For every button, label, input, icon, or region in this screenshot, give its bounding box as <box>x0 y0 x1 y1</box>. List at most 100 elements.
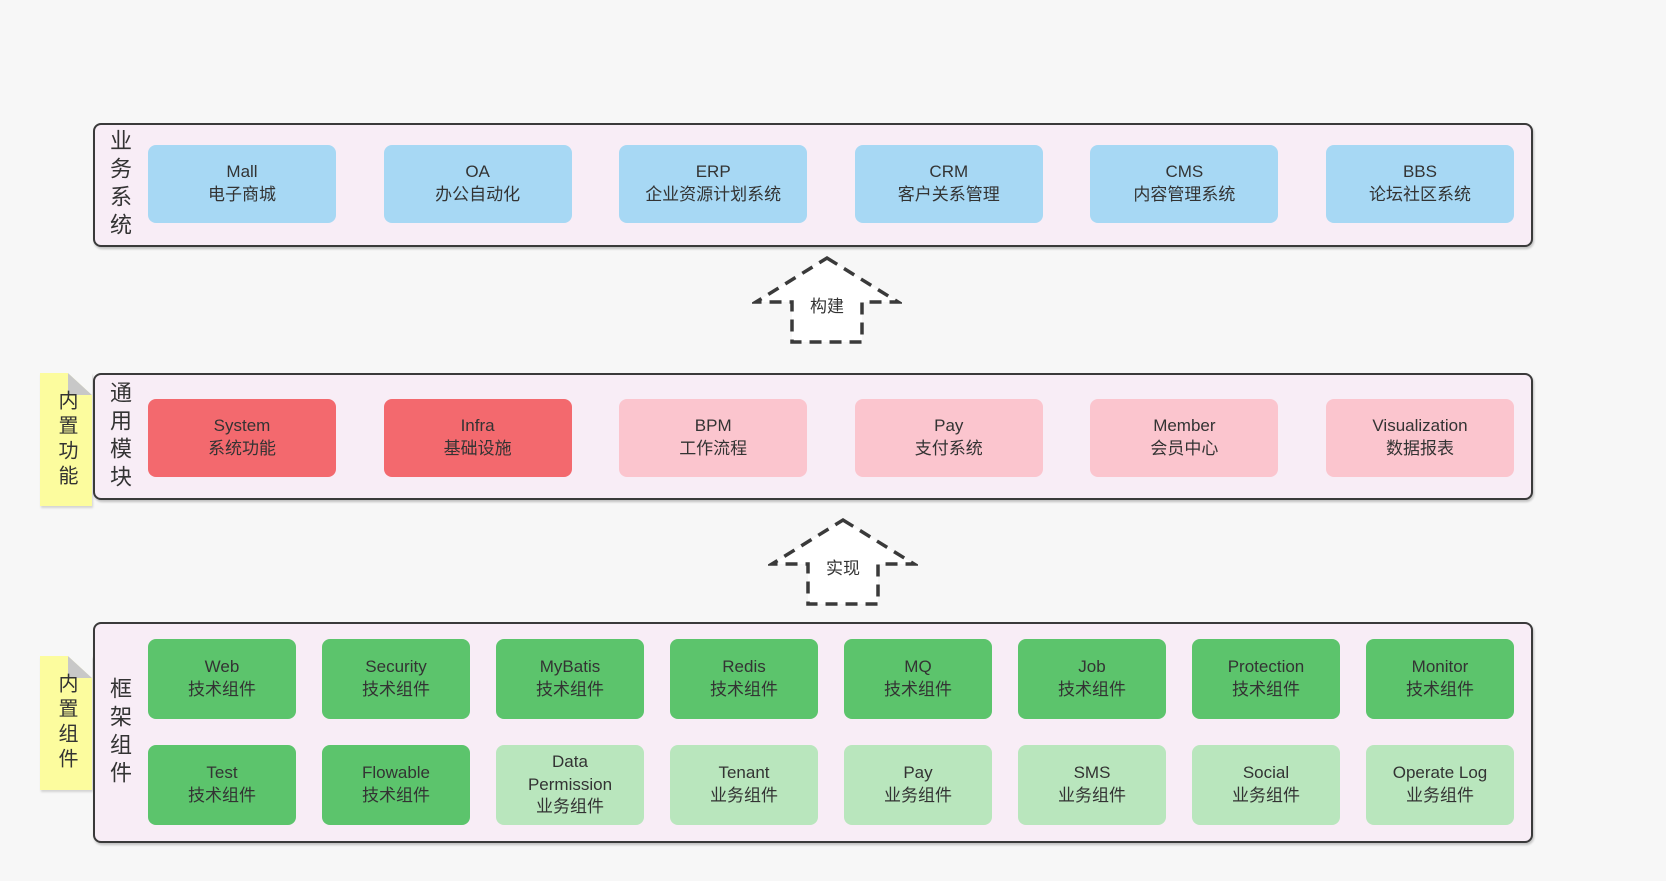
box-title: Pay <box>903 763 933 783</box>
box-oa: OA 办公自动化 <box>383 145 572 223</box>
framework-components-panel: 框架组件 Web 技术组件 Security 技术组件 MyBatis 技术组件… <box>93 622 1533 843</box>
framework-components-vertical-label: 框架组件 <box>107 676 132 789</box>
box-subtitle: 技术组件 <box>884 680 952 699</box>
implement-arrow: 实现 <box>765 516 921 608</box>
dashed-up-arrow-icon: 实现 <box>765 517 921 606</box>
dashed-up-arrow-icon: 构建 <box>749 255 905 344</box>
box-subtitle: 业务组件 <box>710 786 778 805</box>
box-title: MQ <box>904 657 932 677</box>
box-subtitle: 会员中心 <box>1150 439 1219 458</box>
box-title: BPM <box>694 416 732 436</box>
box-subtitle: 技术组件 <box>188 680 256 699</box>
common-modules-row: System 系统功能 Infra 基础设施 BPM 工作流程 Pay 支付系统… <box>148 399 1514 477</box>
box-sms: SMS 业务组件 <box>1018 745 1166 825</box>
box-subtitle: 技术组件 <box>188 786 256 805</box>
box-title: BBS <box>1402 162 1437 182</box>
box-web: Web 技术组件 <box>148 639 296 719</box>
box-title: Web <box>204 657 240 677</box>
common-modules-panel: 通用模块 System 系统功能 Infra 基础设施 BPM 工作流程 Pay… <box>93 373 1533 500</box>
box-crm: CRM 客户关系管理 <box>854 145 1043 223</box>
arrow-label-bg <box>818 552 868 582</box>
box-subtitle: 内容管理系统 <box>1133 185 1236 204</box>
framework-row-1: Web 技术组件 Security 技术组件 MyBatis 技术组件 Redi… <box>148 639 1514 719</box>
box-title: Operate Log <box>1392 763 1488 783</box>
box-protection: Protection 技术组件 <box>1192 639 1340 719</box>
sticky-label: 内置组件 <box>55 673 77 773</box>
box-title: Monitor <box>1411 657 1469 677</box>
box-subtitle: 工作流程 <box>679 439 748 458</box>
box-system: System 系统功能 <box>148 399 336 477</box>
box-job: Job 技术组件 <box>1018 639 1166 719</box>
box-title: CRM <box>929 162 969 182</box>
box-subtitle: 论坛社区系统 <box>1368 185 1471 204</box>
box-title: CMS <box>1165 162 1204 182</box>
box-title: SMS <box>1073 763 1111 783</box>
box-subtitle: 技术组件 <box>1406 680 1474 699</box>
box-title: Infra <box>460 416 495 436</box>
business-systems-row: Mall 电子商城 OA 办公自动化 ERP 企业资源计划系统 CRM 客户关系… <box>148 145 1514 223</box>
box-bbs: BBS 论坛社区系统 <box>1325 145 1514 223</box>
business-systems-vertical-label: 业务系统 <box>107 129 132 241</box>
box-data-permission: Data Permission 业务组件 <box>496 745 644 825</box>
box-redis: Redis 技术组件 <box>670 639 818 719</box>
box-subtitle: 数据报表 <box>1385 439 1454 458</box>
box-subtitle: 业务组件 <box>1058 786 1126 805</box>
framework-row-2: Test 技术组件 Flowable 技术组件 Data Permission … <box>148 745 1514 825</box>
box-title: Visualization <box>1372 416 1468 436</box>
box-member: Member 会员中心 <box>1090 399 1279 477</box>
box-social: Social 业务组件 <box>1192 745 1340 825</box>
box-title: OA <box>465 162 490 182</box>
common-modules-vertical-label: 通用模块 <box>107 380 132 493</box>
box-title: Protection <box>1227 657 1305 677</box>
box-title: Redis <box>722 657 766 677</box>
box-subtitle: 技术组件 <box>1232 680 1300 699</box>
box-mall: Mall 电子商城 <box>148 145 336 223</box>
sticky-note-builtin-components: 内置组件 <box>40 656 92 790</box>
box-visualization: Visualization 数据报表 <box>1325 399 1514 477</box>
box-title: Job <box>1078 657 1106 677</box>
box-subtitle: 业务组件 <box>1232 786 1300 805</box>
box-title: Test <box>206 763 238 783</box>
box-subtitle: 业务组件 <box>884 786 952 805</box>
box-title: Social <box>1242 763 1290 783</box>
box-mybatis: MyBatis 技术组件 <box>496 639 644 719</box>
box-title: Data Permission <box>527 751 613 794</box>
box-security: Security 技术组件 <box>322 639 470 719</box>
box-subtitle: 系统功能 <box>208 439 276 458</box>
box-title: Member <box>1153 416 1216 436</box>
sticky-label: 内置功能 <box>55 389 77 490</box>
box-subtitle: 客户关系管理 <box>897 185 1000 204</box>
box-subtitle: 支付系统 <box>914 439 983 458</box>
box-subtitle: 基础设施 <box>443 439 512 458</box>
box-subtitle: 技术组件 <box>536 680 604 699</box>
box-title: Security <box>365 657 427 677</box>
box-operate-log: Operate Log 业务组件 <box>1366 745 1514 825</box>
box-title: Flowable <box>361 763 431 783</box>
box-subtitle: 技术组件 <box>1058 680 1126 699</box>
box-mq: MQ 技术组件 <box>844 639 992 719</box>
box-subtitle: 技术组件 <box>710 680 778 699</box>
box-tenant: Tenant 业务组件 <box>670 745 818 825</box>
box-subtitle: 技术组件 <box>362 786 430 805</box>
box-monitor: Monitor 技术组件 <box>1366 639 1514 719</box>
box-title: ERP <box>695 162 731 182</box>
box-title: System <box>213 416 271 436</box>
box-subtitle: 电子商城 <box>208 185 276 204</box>
box-subtitle: 技术组件 <box>362 680 430 699</box>
box-subtitle: 办公自动化 <box>435 185 521 204</box>
box-bpm: BPM 工作流程 <box>619 399 808 477</box>
business-systems-panel: 业务系统 Mall 电子商城 OA 办公自动化 ERP 企业资源计划系统 CRM… <box>93 123 1533 247</box>
sticky-note-builtin-features: 内置功能 <box>40 373 92 506</box>
build-arrow: 构建 <box>749 254 905 346</box>
box-cms: CMS 内容管理系统 <box>1090 145 1279 223</box>
box-subtitle: 业务组件 <box>1406 786 1474 805</box>
arrow-label: 构建 <box>810 297 844 316</box>
box-flowable: Flowable 技术组件 <box>322 745 470 825</box>
box-pay-component: Pay 业务组件 <box>844 745 992 825</box>
box-title: Tenant <box>718 763 770 783</box>
arrow-label: 实现 <box>826 559 860 578</box>
arrow-label-bg <box>802 290 852 320</box>
box-title: Pay <box>934 416 964 436</box>
box-infra: Infra 基础设施 <box>383 399 572 477</box>
box-title: Mall <box>226 162 258 182</box>
